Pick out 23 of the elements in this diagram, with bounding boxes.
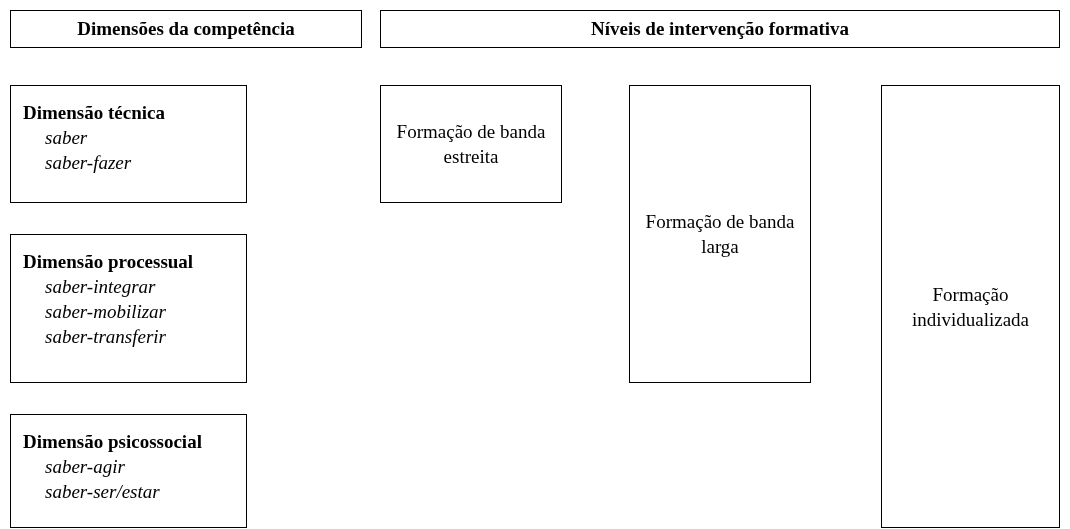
dimension-box [10,85,247,203]
dimension-box [10,234,247,383]
dimension-item: saber-integrar [44,275,157,299]
dimension-title: Dimensão processual [23,250,195,274]
dimension-box [10,414,247,528]
level-label: Formação individualizada [910,282,1031,332]
level-box [881,85,1060,528]
dimension-item: saber-transferir [44,325,167,349]
dimension-item: saber-fazer [44,151,133,175]
level-label: Formação de banda estreita [395,120,547,169]
dimension-title: Dimensão técnica [23,101,166,125]
dimension-item: saber-ser/estar [44,480,161,504]
level-label: Formação de banda larga [644,210,796,259]
header-box [10,10,362,48]
header-box [380,10,1060,48]
header-label: Dimensões da competência [77,18,295,40]
level-box [380,85,562,203]
dimension-item: saber [44,126,89,150]
dimension-item: saber-mobilizar [44,300,167,324]
dimension-title: Dimensão psicossocial [23,430,203,454]
level-box [629,85,811,383]
header-label: Níveis de intervenção formativa [591,18,849,40]
dimension-item: saber-agir [44,455,126,479]
